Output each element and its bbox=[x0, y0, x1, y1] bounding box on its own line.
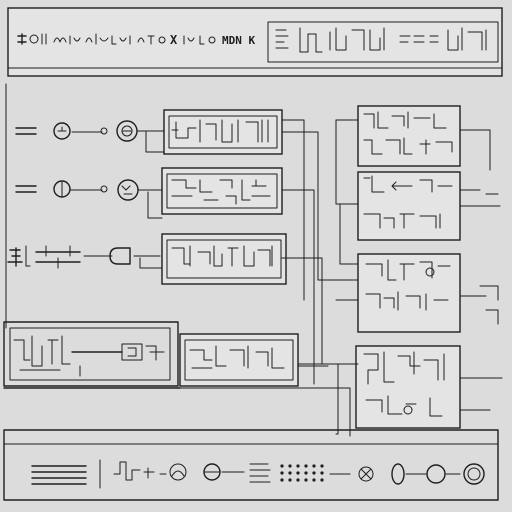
block-a bbox=[163, 109, 283, 155]
footer-strip bbox=[3, 429, 499, 501]
target-icon bbox=[53, 180, 71, 198]
header-panel-right bbox=[267, 21, 499, 63]
input-row-1 bbox=[15, 120, 166, 142]
block-left-large bbox=[3, 321, 179, 387]
header-label-mdn: MDN K bbox=[222, 34, 255, 47]
target-icon bbox=[53, 122, 71, 140]
ring-icon bbox=[358, 466, 374, 482]
ring-icon bbox=[391, 463, 485, 485]
dial-icon bbox=[169, 463, 187, 481]
block-c bbox=[161, 233, 287, 285]
block-f bbox=[357, 171, 461, 241]
block-b bbox=[161, 167, 283, 215]
input-row-2 bbox=[15, 179, 163, 201]
grille-icon bbox=[31, 465, 87, 485]
block-d bbox=[179, 333, 299, 387]
ring-icon bbox=[203, 463, 221, 481]
block-g bbox=[357, 253, 461, 333]
wires bbox=[3, 119, 503, 437]
dot-grid-icon bbox=[280, 464, 324, 482]
block-h bbox=[355, 345, 461, 429]
coil-icon bbox=[109, 247, 131, 265]
header-glyph-row-left: X MDN K bbox=[17, 33, 255, 47]
waveform-icon bbox=[113, 461, 167, 481]
block-e bbox=[357, 105, 461, 167]
header-strip: X MDN K bbox=[7, 7, 503, 77]
header-label-x: X bbox=[170, 33, 178, 47]
target-icon bbox=[117, 179, 139, 201]
terminal-bars bbox=[249, 463, 271, 483]
input-row-3 bbox=[7, 245, 161, 269]
